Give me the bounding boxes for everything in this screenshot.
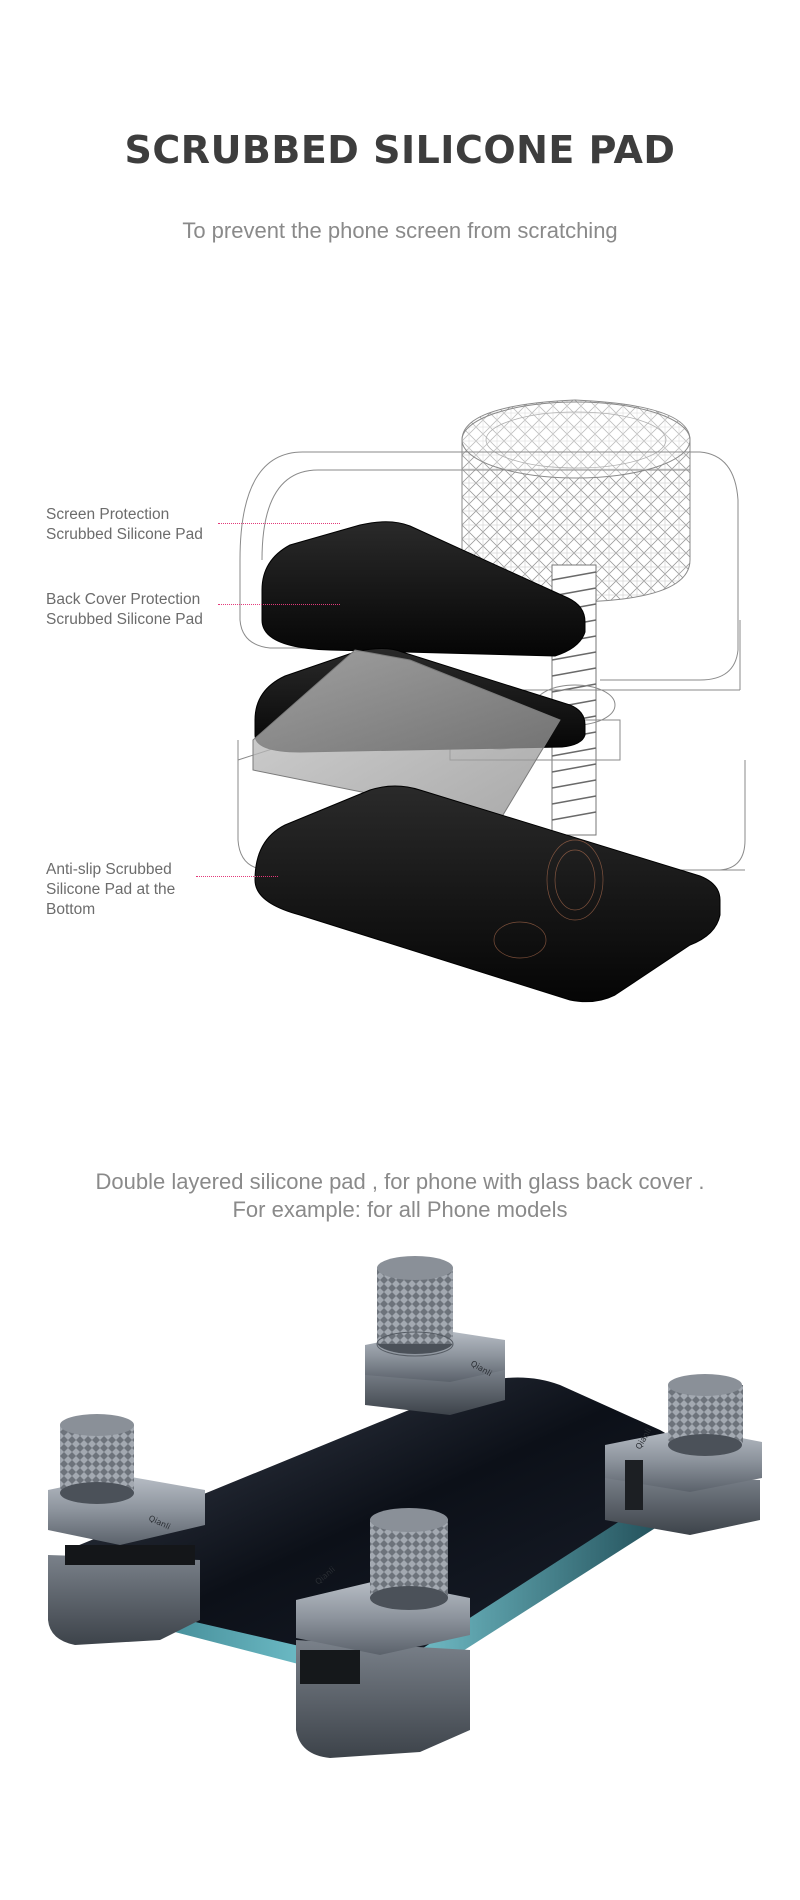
leader-line-screen-protection — [218, 523, 340, 524]
anti-slip-bottom-pad — [254, 785, 721, 1003]
clamp-bottom-center: Qianli — [296, 1508, 470, 1758]
exploded-diagram — [237, 399, 746, 1003]
screen-protection-pad — [261, 521, 586, 657]
page-title: SCRUBBED SILICONE PAD — [124, 128, 676, 172]
translucent-plate — [252, 649, 561, 821]
knurled-knob-wireframe — [461, 399, 691, 603]
leader-line-anti-slip-bottom — [196, 876, 278, 877]
clamp-left: Qianli — [48, 1414, 205, 1645]
page-subtitle: To prevent the phone screen from scratch… — [182, 218, 618, 243]
label-anti-slip-bottom: Anti-slip Scrubbed Silicone Pad at the B… — [46, 861, 176, 918]
label-back-cover-protection: Back Cover Protection Scrubbed Silicone … — [46, 591, 203, 628]
cross-section-rings — [493, 839, 604, 959]
caption: Double layered silicone pad , for phone … — [95, 1169, 705, 1222]
clamp-top-center: Qianli — [365, 1256, 505, 1415]
label-screen-protection: Screen Protection Scrubbed Silicone Pad — [46, 506, 203, 543]
clamp-right: Qianli — [605, 1374, 762, 1535]
leader-line-back-cover-protection — [218, 604, 340, 605]
